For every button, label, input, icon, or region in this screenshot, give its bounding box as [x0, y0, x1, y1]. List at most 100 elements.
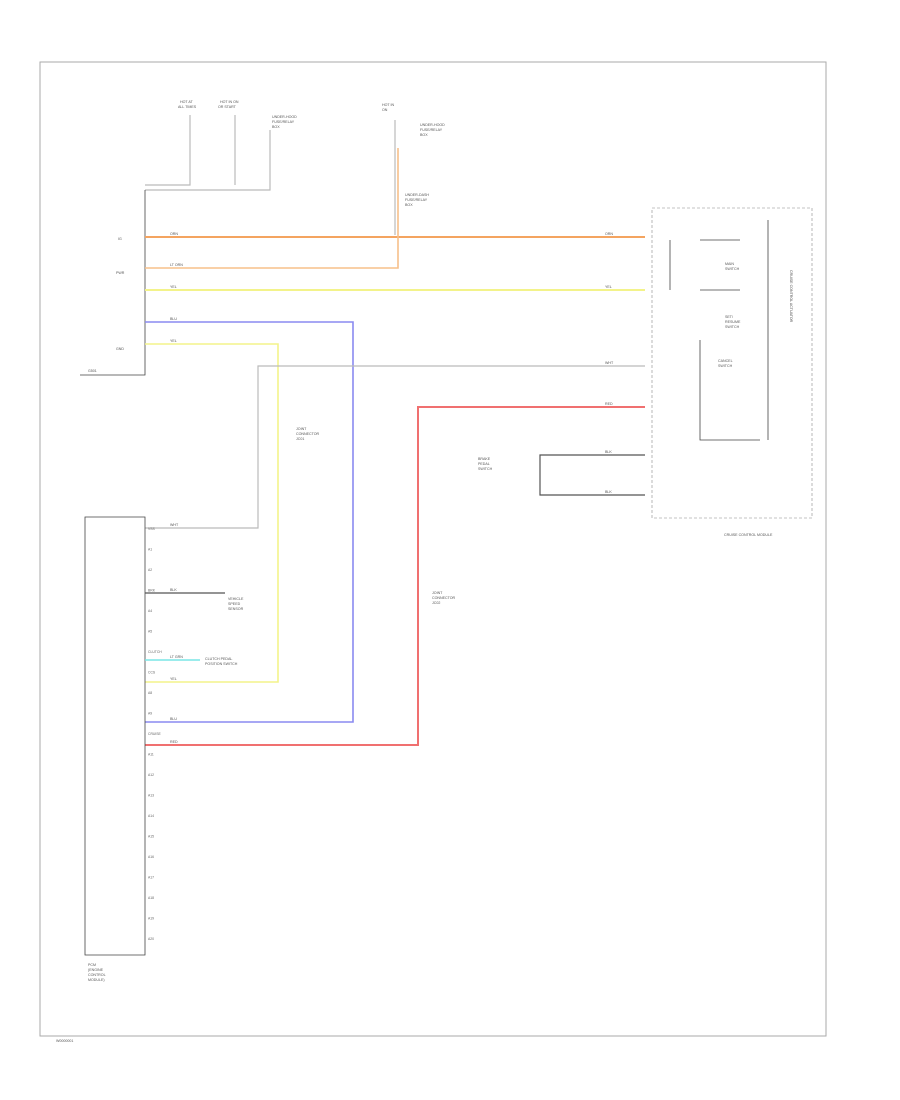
ecm-pin-label: CLUTCH — [148, 650, 162, 654]
ecm-pin-label: A16 — [148, 855, 154, 859]
diagram-frame — [39, 61, 827, 1037]
svg-text:G501: G501 — [88, 369, 97, 373]
ecm-pin-label: A9 — [148, 712, 152, 716]
svg-text:PWR: PWR — [116, 271, 125, 275]
svg-text:ORN: ORN — [170, 232, 178, 236]
svg-text:YEL: YEL — [170, 339, 177, 343]
svg-text:MAIN: MAIN — [725, 262, 734, 266]
svg-text:CONNECTOR: CONNECTOR — [432, 596, 455, 600]
svg-text:UNDER-DASH: UNDER-DASH — [405, 193, 429, 197]
ecm-pin-label: A14 — [148, 814, 154, 818]
wire-blue — [145, 321, 354, 723]
ecm-outline — [84, 516, 146, 956]
svg-text:HOT IN: HOT IN — [382, 103, 395, 107]
wire-black-right — [539, 454, 645, 496]
svg-text:RED: RED — [605, 402, 613, 406]
svg-text:SPEED: SPEED — [228, 602, 241, 606]
joint-connector-1: JOINT CONNECTOR JC01 — [296, 427, 319, 441]
svg-text:ALL TIMES: ALL TIMES — [178, 105, 197, 109]
svg-text:FUSE/RELAY: FUSE/RELAY — [272, 120, 295, 124]
ecm-pin-label: VSS — [148, 527, 156, 531]
svg-text:SET/: SET/ — [725, 315, 733, 319]
svg-text:SWITCH: SWITCH — [725, 267, 740, 271]
svg-text:BLK: BLK — [170, 588, 177, 592]
cruise-control-module — [651, 207, 813, 519]
ecm-pin-label: A1 — [148, 548, 152, 552]
fuse-feed-mid: HOT IN ON UNDER-HOOD FUSE/RELAY BOX UNDE… — [382, 103, 445, 235]
svg-text:BLK: BLK — [605, 450, 612, 454]
svg-text:VEHICLE: VEHICLE — [228, 597, 244, 601]
ecm-pin-label: A12 — [148, 773, 154, 777]
svg-text:JC01: JC01 — [296, 437, 304, 441]
svg-text:BLK: BLK — [605, 490, 612, 494]
svg-text:ON: ON — [382, 108, 388, 112]
ecm-pin-label: A20 — [148, 937, 154, 941]
svg-text:MODULE): MODULE) — [88, 978, 105, 982]
svg-text:YEL: YEL — [605, 285, 612, 289]
svg-text:WHT: WHT — [170, 523, 179, 527]
svg-text:BRAKE: BRAKE — [478, 457, 491, 461]
footer-code: W0000001 — [56, 1039, 73, 1043]
svg-text:LT ORN: LT ORN — [170, 263, 183, 267]
svg-text:JOINT: JOINT — [432, 591, 443, 595]
svg-text:BOX: BOX — [420, 133, 428, 137]
wire-yellow-2 — [145, 343, 279, 683]
ecm-pin-label: A15 — [148, 835, 154, 839]
svg-text:UNDER-HOOD: UNDER-HOOD — [272, 115, 297, 119]
svg-text:CANCEL: CANCEL — [718, 359, 733, 363]
svg-text:CRUISE CONTROL ACTUATOR: CRUISE CONTROL ACTUATOR — [789, 270, 793, 323]
ecm-pin-label: CRUISE — [148, 732, 162, 736]
svg-text:YEL: YEL — [170, 285, 177, 289]
ecm-pin-label: CCS — [148, 671, 156, 675]
svg-text:BOX: BOX — [405, 203, 413, 207]
svg-text:OR START: OR START — [218, 105, 237, 109]
svg-text:PEDAL: PEDAL — [478, 462, 490, 466]
svg-text:HOT IN ON: HOT IN ON — [220, 100, 239, 104]
svg-text:SENSOR: SENSOR — [228, 607, 244, 611]
svg-text:SWITCH: SWITCH — [725, 325, 740, 329]
svg-text:CRUISE CONTROL MODULE: CRUISE CONTROL MODULE — [724, 533, 773, 537]
svg-text:CONTROL: CONTROL — [88, 973, 106, 977]
svg-text:SWITCH: SWITCH — [478, 467, 493, 471]
svg-text:GND: GND — [116, 347, 124, 351]
ecm-pin-label: A11 — [148, 753, 154, 757]
ecm-pin-label: A19 — [148, 917, 154, 921]
svg-text:CLUTCH PEDAL: CLUTCH PEDAL — [205, 657, 232, 661]
svg-text:UNDER-HOOD: UNDER-HOOD — [420, 123, 445, 127]
svg-text:ORN: ORN — [605, 232, 613, 236]
ecm-pin-label: A17 — [148, 876, 154, 880]
svg-text:SWITCH: SWITCH — [718, 364, 733, 368]
svg-text:WHT: WHT — [605, 361, 614, 365]
svg-text:LT GRN: LT GRN — [170, 655, 183, 659]
svg-text:JC02: JC02 — [432, 601, 440, 605]
svg-text:(ENGINE: (ENGINE — [88, 968, 104, 972]
svg-text:CONNECTOR: CONNECTOR — [296, 432, 319, 436]
svg-text:PCM: PCM — [88, 963, 96, 967]
wire-white — [145, 365, 645, 529]
svg-text:BOX: BOX — [272, 125, 280, 129]
svg-text:RED: RED — [170, 740, 178, 744]
ecm-pin-label: A2 — [148, 568, 152, 572]
ecm-pin-label: A4 — [148, 609, 152, 613]
ecm-pin-label: A18 — [148, 896, 154, 900]
wire-orange-light — [145, 148, 399, 269]
ecm-pin-label: A8 — [148, 691, 152, 695]
svg-text:POSITION SWITCH: POSITION SWITCH — [205, 662, 238, 666]
svg-text:BLU: BLU — [170, 717, 177, 721]
wire-red — [145, 406, 645, 746]
svg-text:FUSE/RELAY: FUSE/RELAY — [405, 198, 428, 202]
fuse-feed-left: HOT AT ALL TIMES HOT IN ON OR START UNDE… — [145, 100, 297, 191]
joint-connector-2: JOINT CONNECTOR JC02 — [432, 591, 455, 605]
left-module-outline — [80, 190, 146, 376]
svg-text:HOT AT: HOT AT — [180, 100, 193, 104]
svg-text:JOINT: JOINT — [296, 427, 307, 431]
ecm-pin-label: BRK — [148, 589, 156, 593]
svg-text:BLU: BLU — [170, 317, 177, 321]
ecm-pin-label: A5 — [148, 630, 152, 634]
svg-text:RESUME: RESUME — [725, 320, 741, 324]
svg-text:FUSE/RELAY: FUSE/RELAY — [420, 128, 443, 132]
svg-text:IG: IG — [118, 237, 122, 241]
svg-text:YEL: YEL — [170, 677, 177, 681]
